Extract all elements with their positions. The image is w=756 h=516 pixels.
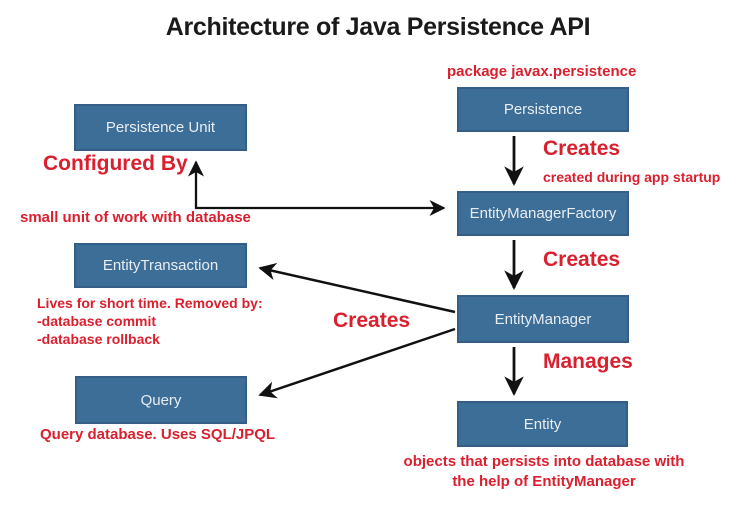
annotation-created-during-startup: created during app startup bbox=[543, 169, 721, 185]
node-entitymanagerfactory-label: EntityManagerFactory bbox=[469, 205, 617, 222]
node-entity-label: Entity bbox=[523, 415, 562, 433]
arrow-entitymanager-to-entitytransaction bbox=[258, 262, 456, 314]
diagram-title: Architecture of Java Persistence API bbox=[165, 13, 591, 41]
node-query-label: Query bbox=[140, 391, 182, 409]
node-persistence: Persistence bbox=[457, 87, 629, 132]
annotation-manages: Manages bbox=[543, 350, 633, 373]
annotation-transaction-note-line3: -database rollback bbox=[37, 331, 160, 347]
node-persistence-unit-label: Persistence Unit bbox=[105, 119, 216, 136]
node-query: Query bbox=[75, 376, 247, 424]
node-persistence-unit: Persistence Unit bbox=[74, 104, 247, 151]
annotation-entity-note: objects that persists into database with… bbox=[404, 452, 685, 492]
node-entitymanager-label: EntityManager bbox=[494, 310, 592, 328]
annotation-transaction-note: Lives for short time. Removed by: -datab… bbox=[37, 294, 263, 348]
annotation-query-note: Query database. Uses SQL/JPQL bbox=[40, 426, 276, 443]
annotation-creates-from-manager: Creates bbox=[333, 309, 411, 332]
annotation-creates-factory: Creates bbox=[543, 137, 621, 160]
node-entity: Entity bbox=[457, 401, 628, 447]
node-entitymanagerfactory: EntityManagerFactory bbox=[457, 191, 629, 236]
annotation-small-unit-of-work: small unit of work with database bbox=[20, 209, 251, 226]
annotation-entity-note-line2: the help of EntityManager bbox=[452, 473, 636, 490]
node-entitytransaction-label: EntityTransaction bbox=[102, 257, 219, 274]
arrow-configuredby-persistenceunit-entitymanagerfactory bbox=[187, 160, 446, 217]
node-persistence-label: Persistence bbox=[503, 101, 583, 118]
annotation-configured-by: Configured By bbox=[43, 152, 188, 175]
annotation-transaction-note-line1: Lives for short time. Removed by: bbox=[37, 295, 263, 311]
annotation-creates-manager: Creates bbox=[543, 248, 621, 271]
node-entitytransaction: EntityTransaction bbox=[74, 243, 247, 288]
annotation-package: package javax.persistence bbox=[447, 63, 637, 80]
node-entitymanager: EntityManager bbox=[457, 295, 629, 343]
arrow-entitymanager-to-query bbox=[258, 327, 456, 399]
annotation-transaction-note-line2: -database commit bbox=[37, 313, 157, 329]
annotation-entity-note-line1: objects that persists into database with bbox=[403, 453, 685, 470]
